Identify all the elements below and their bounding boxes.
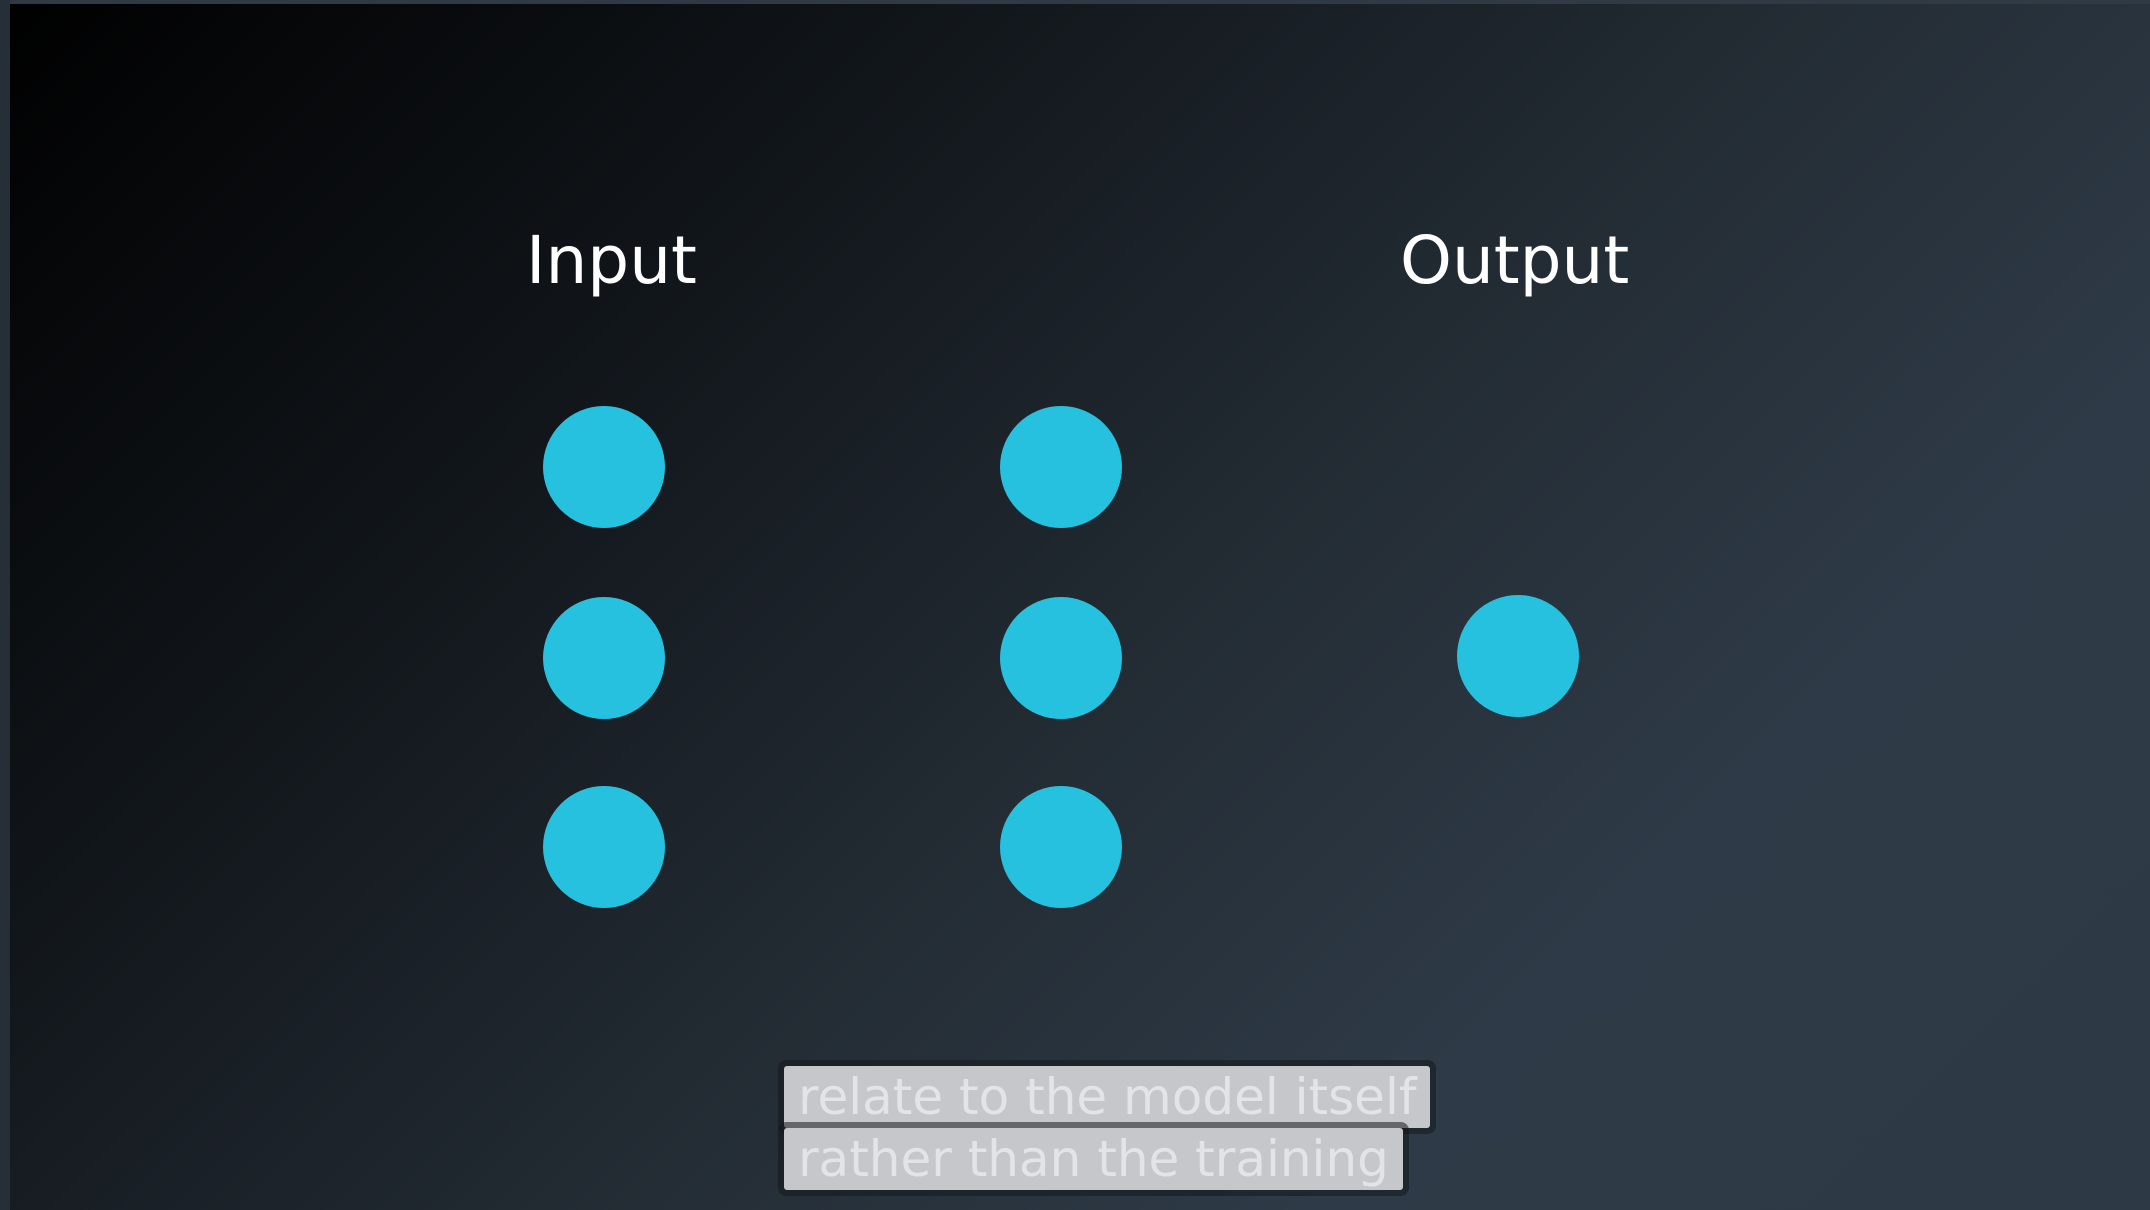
input-node-3 [543, 786, 665, 908]
input-node-2 [543, 597, 665, 719]
hidden-node-1 [1000, 406, 1122, 528]
frame-top-border [0, 0, 2150, 4]
subtitle-line-1: relate to the model itself [784, 1066, 1431, 1128]
output-layer-label: Output [1400, 222, 1630, 299]
frame-left-border [0, 0, 10, 1210]
input-layer-label: Input [526, 222, 697, 299]
input-node-1 [543, 406, 665, 528]
hidden-node-2 [1000, 597, 1122, 719]
output-node-1 [1457, 595, 1579, 717]
subtitle-line-2: rather than the training [784, 1128, 1403, 1190]
hidden-node-3 [1000, 786, 1122, 908]
subtitle-captions: relate to the model itself rather than t… [784, 1066, 1431, 1190]
